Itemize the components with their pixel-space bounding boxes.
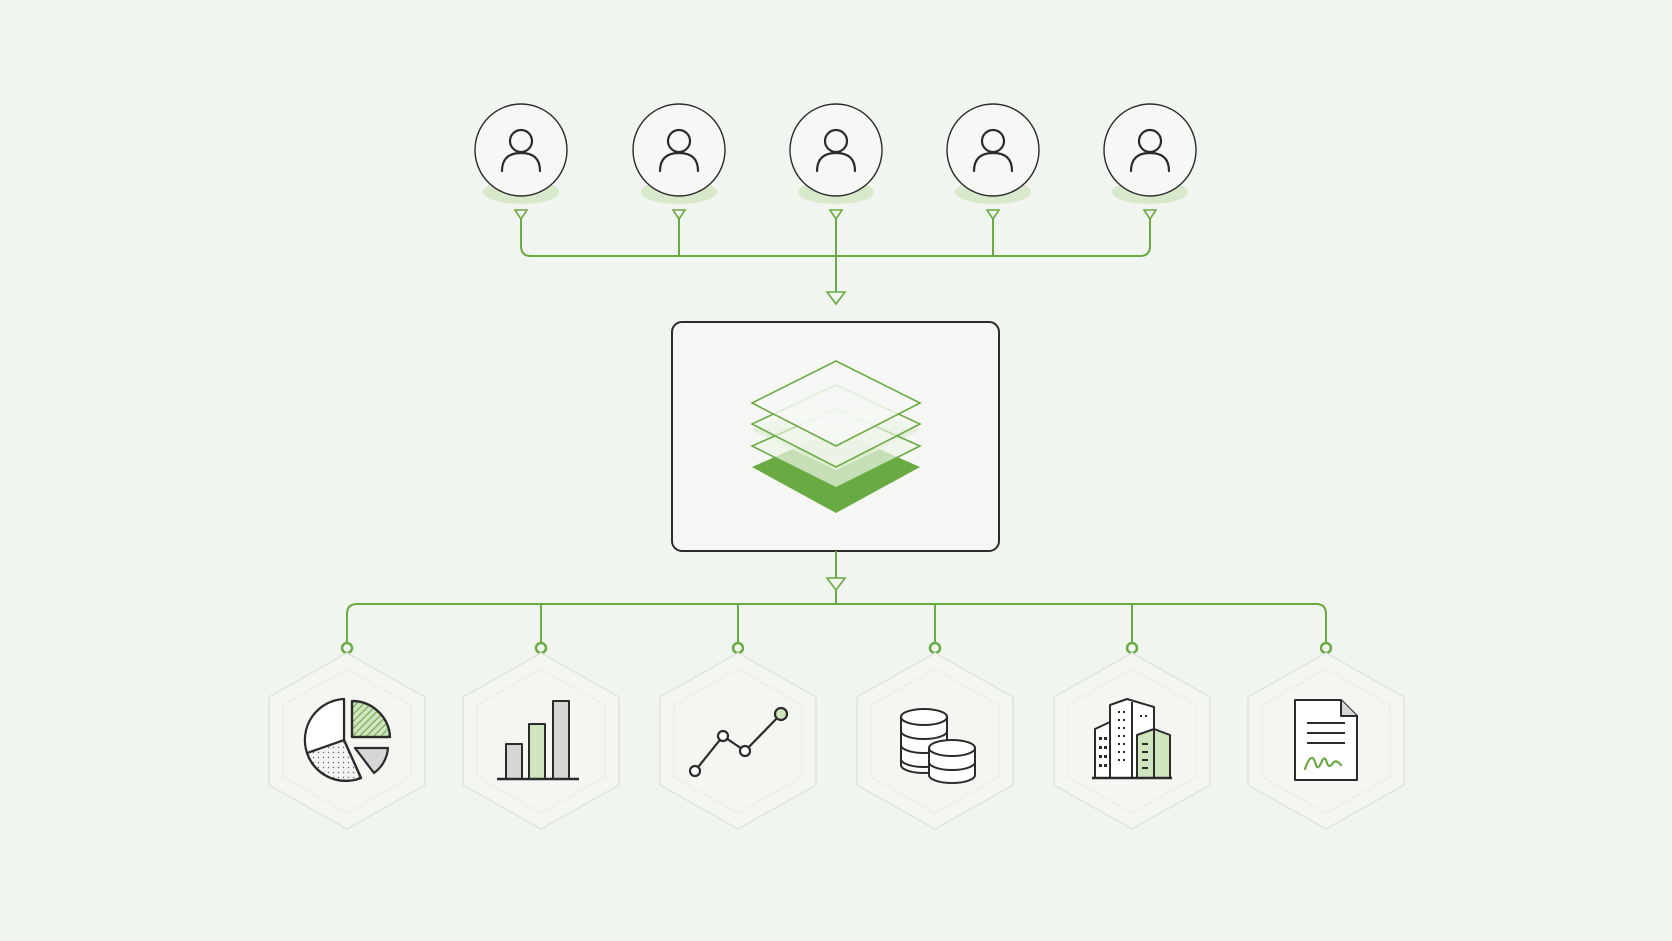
user-node xyxy=(789,103,883,204)
user-node xyxy=(946,103,1040,204)
output-node xyxy=(462,652,620,830)
user-icon xyxy=(972,128,1014,173)
output-node xyxy=(268,652,426,830)
arrow-down-icon xyxy=(513,209,529,221)
hub-output-arrow xyxy=(825,577,847,592)
user-arrowheads xyxy=(513,209,1158,306)
user-nodes xyxy=(474,103,1197,204)
coins-icon xyxy=(900,708,976,784)
output-nodes xyxy=(268,652,1405,830)
user-connectors xyxy=(520,212,1151,292)
user-node xyxy=(632,103,726,204)
arrow-down-icon xyxy=(825,577,847,592)
output-node xyxy=(856,652,1014,830)
connector-ports xyxy=(340,641,1333,655)
arrow-down-icon xyxy=(1142,209,1158,221)
user-node xyxy=(1103,103,1197,204)
arrow-down-icon xyxy=(828,209,844,221)
user-icon xyxy=(1129,128,1171,173)
user-icon xyxy=(658,128,700,173)
arrow-down-icon xyxy=(985,209,1001,221)
output-node xyxy=(1053,652,1211,830)
output-connectors xyxy=(346,551,1327,642)
signature-mark xyxy=(1303,756,1343,771)
signed-document-icon xyxy=(1294,699,1358,781)
pie-chart-icon xyxy=(303,697,392,782)
output-node xyxy=(659,652,817,830)
hub-input-arrow-icon xyxy=(825,291,847,306)
bar-chart-icon xyxy=(497,700,579,781)
arrow-down-icon xyxy=(671,209,687,221)
user-icon xyxy=(815,128,857,173)
buildings-icon xyxy=(1092,698,1172,780)
building-windows xyxy=(1099,711,1148,769)
user-icon xyxy=(500,128,542,173)
hub-node xyxy=(671,321,1000,552)
output-node xyxy=(1247,652,1405,830)
user-node xyxy=(474,103,568,204)
line-chart-icon xyxy=(688,706,789,778)
layers-stack-icon xyxy=(750,360,922,513)
